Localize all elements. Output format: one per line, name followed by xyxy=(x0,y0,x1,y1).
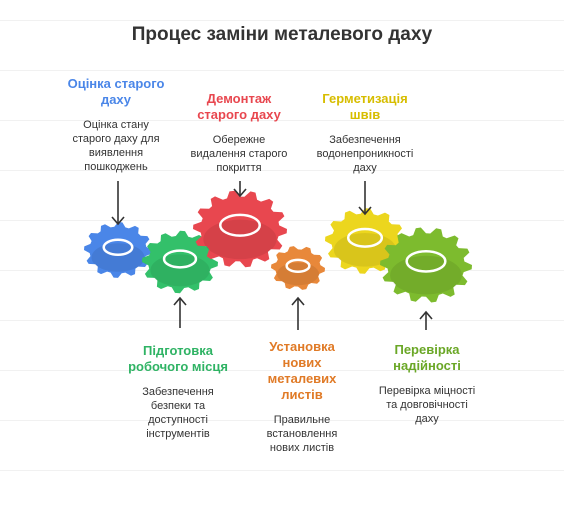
background-line xyxy=(0,470,564,471)
gear-body-preparation xyxy=(142,230,218,294)
background-line xyxy=(0,370,564,371)
gear-hub-removal xyxy=(219,213,261,237)
step-removal: Демонтаж старого даху Обережне видалення… xyxy=(176,91,302,175)
gear-body-inspection xyxy=(380,227,472,303)
background-line xyxy=(0,20,564,21)
gear-shade-removal xyxy=(203,219,277,260)
background-line xyxy=(0,70,564,71)
gear-body-installation xyxy=(271,246,325,290)
gear-hub-preparation xyxy=(162,249,198,269)
step-installation-title: Установка нових металевих листів xyxy=(267,339,337,402)
gear-shade-assessment xyxy=(91,243,145,272)
step-inspection-title: Перевірка надійності xyxy=(393,342,461,373)
gear-shade-installation xyxy=(276,262,320,286)
step-removal-title: Демонтаж старого даху xyxy=(197,91,281,122)
background-line xyxy=(0,120,564,121)
step-inspection: Перевірка надійності Перевірка міцності … xyxy=(362,342,492,426)
step-preparation: Підготовка робочого місця Забезпечення б… xyxy=(117,343,239,441)
gear-hub-installation xyxy=(285,258,311,274)
step-removal-description: Обережне видалення старого покриття xyxy=(190,134,288,174)
gear-icon-preparation xyxy=(142,230,218,294)
background-line xyxy=(0,220,564,221)
step-sealing-description: Забезпечення водонепроникності даху xyxy=(316,134,414,174)
step-installation-description: Правильне встановлення нових листів xyxy=(266,414,338,454)
gear-body-removal xyxy=(193,190,287,268)
gear-hub-sealing xyxy=(346,227,384,248)
gear-hub-inspection xyxy=(405,249,447,273)
gear-icon-removal xyxy=(193,190,287,268)
step-assessment-title: Оцінка старого даху xyxy=(67,76,165,107)
gear-icon-sealing xyxy=(325,208,405,274)
step-sealing-title: Герметизація швів xyxy=(322,91,408,122)
arrow-head-icon-removal xyxy=(233,188,247,198)
step-preparation-title: Підготовка робочого місця xyxy=(128,343,228,374)
gear-shade-preparation xyxy=(150,254,210,287)
background-line xyxy=(0,420,564,421)
step-assessment-description: Оцінка стану старого даху для виявлення … xyxy=(72,119,160,173)
background-line xyxy=(0,170,564,171)
arrow-head-icon-preparation xyxy=(173,296,187,306)
arrow-head-icon-assessment xyxy=(111,216,125,226)
gear-shade-inspection xyxy=(390,255,462,295)
arrow-head-icon-inspection xyxy=(419,310,433,320)
gear-hub-assessment xyxy=(102,238,134,257)
gear-body-sealing xyxy=(325,208,405,274)
gear-icon-installation xyxy=(271,246,325,290)
diagram-title: Процес заміни металевого даху xyxy=(131,24,433,45)
step-installation: Установка нових металевих листів Правиль… xyxy=(246,339,358,455)
step-assessment: Оцінка старого даху Оцінка стану старого… xyxy=(54,76,178,174)
step-sealing: Герметизація швів Забезпечення водонепро… xyxy=(306,91,424,175)
gear-icon-assessment xyxy=(84,222,152,278)
arrow-head-icon-sealing xyxy=(358,206,372,216)
gear-body-assessment xyxy=(84,222,152,278)
arrow-head-icon-installation xyxy=(291,296,305,306)
step-preparation-description: Забезпечення безпеки та доступності інст… xyxy=(142,386,214,440)
gear-icon-inspection xyxy=(380,227,472,303)
step-inspection-description: Перевірка міцності та довговічності даху xyxy=(378,385,476,425)
background-line xyxy=(0,320,564,321)
